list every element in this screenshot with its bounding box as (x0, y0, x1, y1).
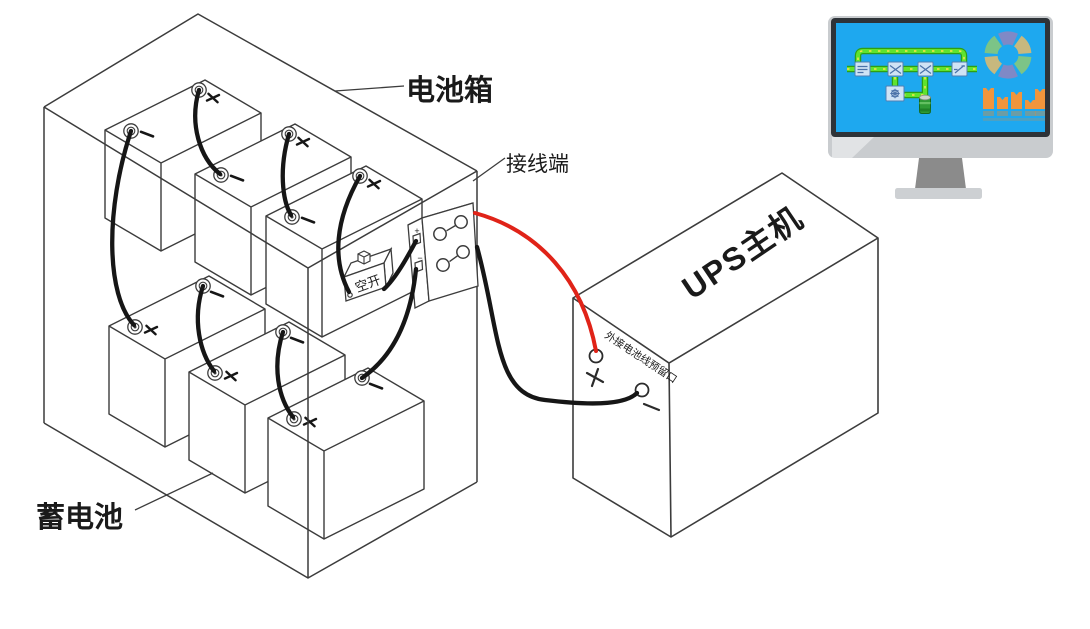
storage-battery-label: 蓄电池 (36, 501, 123, 534)
bar-top-notches (986, 88, 1043, 103)
bar (1011, 92, 1022, 109)
flow-node-glyphs (857, 65, 965, 99)
cable-b5-b6 (275, 329, 296, 420)
terminal-screws (433, 215, 470, 272)
ups-wires (473, 211, 640, 406)
battery-box-frame-back (43, 13, 478, 423)
positive-wire (473, 211, 598, 353)
bar (983, 88, 994, 109)
bar (997, 97, 1008, 109)
monitor-base (895, 188, 982, 199)
negative-wire (474, 244, 640, 406)
donut-segment (984, 55, 1003, 75)
screen-bar-chart (983, 88, 1045, 121)
terminal-leader-line (472, 157, 506, 182)
monitor (828, 16, 1053, 199)
monitor-chin-glare (832, 137, 874, 158)
cable-b4-b5 (195, 283, 217, 374)
pipe-flow-dashes (847, 50, 977, 96)
terminal-plus-sign: + (414, 226, 419, 236)
donut-segment (1013, 35, 1032, 55)
callouts: 电池箱 接线端 蓄电池 (36, 74, 569, 534)
air-switch: 空开 (342, 246, 394, 302)
breaker-toggle-icon (357, 250, 371, 265)
donut-segment (998, 64, 1018, 79)
cable-b1-b2 (193, 87, 223, 177)
donut-segment (1013, 55, 1032, 75)
battery-box-frame-front (43, 106, 478, 579)
battery-box-label: 电池箱 (406, 74, 493, 107)
donut-segment (998, 31, 1018, 46)
screen-donut-chart (984, 31, 1032, 79)
storage-battery-leader-line (134, 472, 214, 511)
cable-b6-terminal (359, 266, 419, 381)
cable-breaker-terminal (381, 238, 419, 292)
battery-icon (919, 94, 931, 114)
ups-positive-mark (585, 367, 605, 388)
bar (1025, 100, 1036, 109)
bar-reflections (983, 111, 1045, 121)
ups-host-box: UPS主机 外接电池线预留口 (572, 172, 879, 538)
screen-flow-diagram (847, 47, 977, 114)
monitor-stand (915, 158, 966, 189)
cable-b1-b4 (110, 128, 137, 328)
cable-b3-breaker (336, 173, 363, 295)
battery-group (104, 79, 425, 540)
donut-segment (984, 35, 1003, 55)
battery-box-leader-line (334, 85, 405, 92)
battery-cables (110, 87, 419, 420)
ups-negative-mark (642, 402, 661, 412)
bar (1035, 89, 1045, 109)
cable-b2-b3 (280, 131, 294, 218)
terminal-block: + − (407, 202, 479, 310)
terminal-minus-sign: − (417, 253, 422, 263)
terminal-block-label: 接线端 (506, 153, 569, 176)
